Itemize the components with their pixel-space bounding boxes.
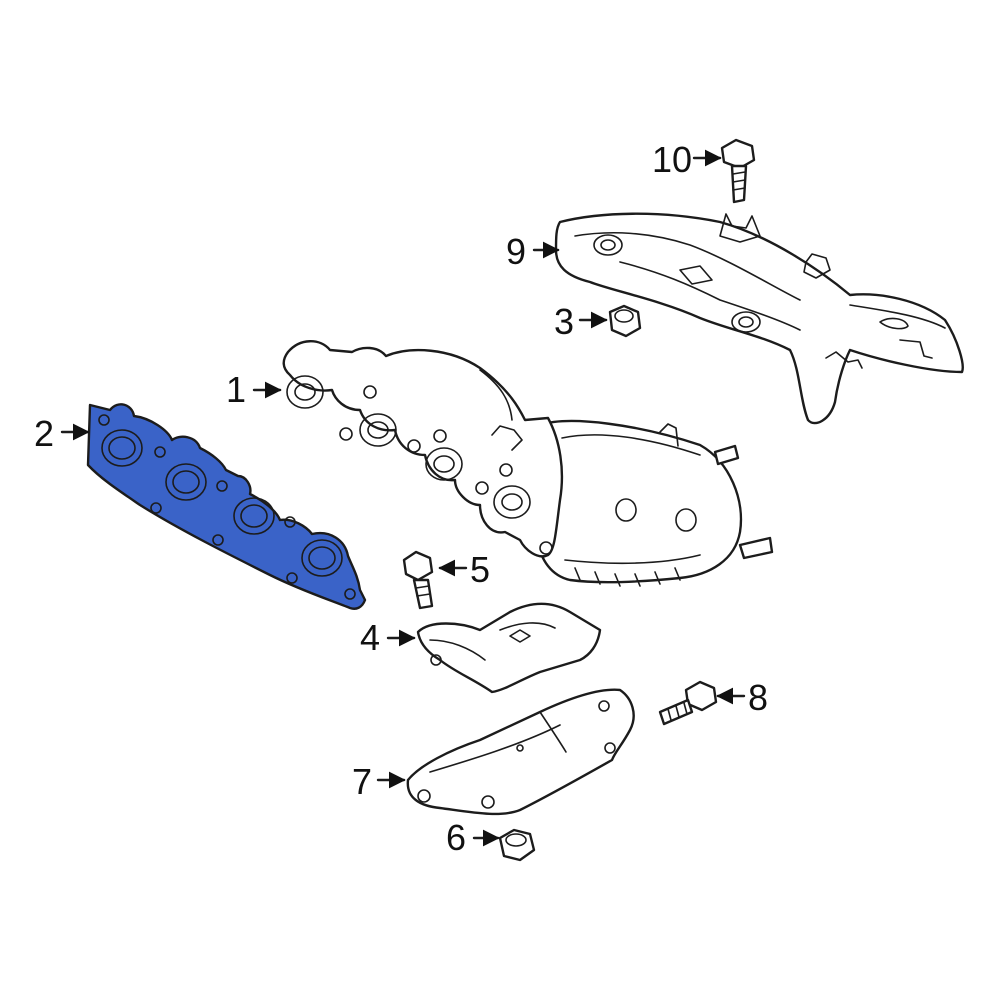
heat-shield-upper[interactable] bbox=[554, 212, 964, 425]
callout-labels: 1 2 3 4 5 6 7 8 9 10 bbox=[34, 139, 768, 858]
callout-3: 3 bbox=[554, 301, 574, 342]
exhaust-manifold-gasket[interactable] bbox=[86, 403, 367, 610]
callout-1: 1 bbox=[226, 369, 246, 410]
nut-upper[interactable] bbox=[608, 304, 642, 338]
heat-shield-lower[interactable] bbox=[416, 602, 602, 694]
callout-10: 10 bbox=[652, 139, 692, 180]
bolt-lower[interactable] bbox=[658, 680, 718, 726]
manifold-bracket[interactable] bbox=[406, 688, 635, 816]
exhaust-manifold-with-converter[interactable] bbox=[282, 340, 774, 587]
callout-2: 2 bbox=[34, 413, 54, 454]
nut-lower[interactable] bbox=[498, 828, 536, 862]
leader-lines bbox=[60, 149, 746, 847]
callout-6: 6 bbox=[446, 817, 466, 858]
callout-7: 7 bbox=[352, 761, 372, 802]
callout-5: 5 bbox=[470, 549, 490, 590]
bolt-middle[interactable] bbox=[402, 550, 434, 610]
callout-9: 9 bbox=[506, 231, 526, 272]
callout-4: 4 bbox=[360, 617, 380, 658]
callout-8: 8 bbox=[748, 677, 768, 718]
bolt-upper[interactable] bbox=[720, 138, 756, 204]
